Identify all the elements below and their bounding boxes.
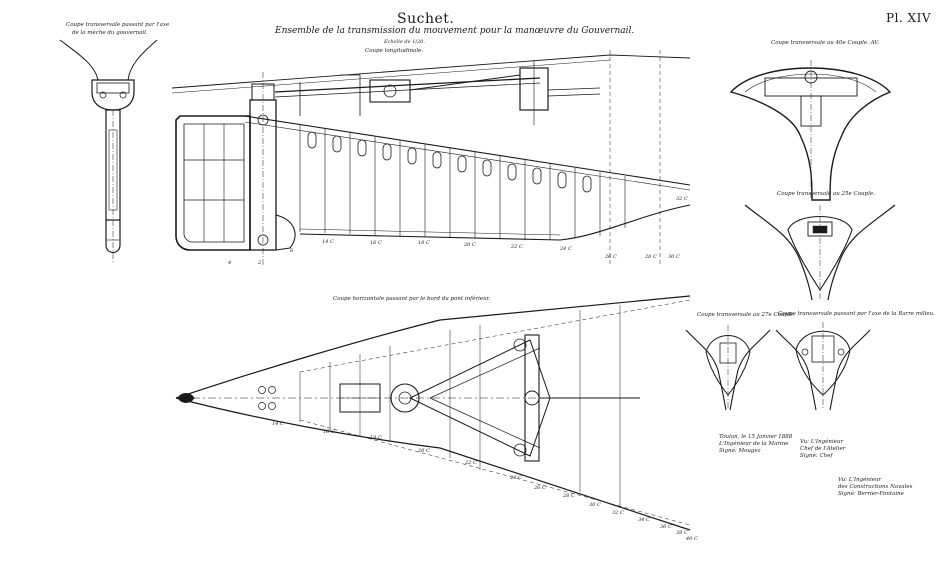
frame-label: 32 C [612,510,624,516]
section-c [685,325,771,411]
signature-middle: Vu: L'Ingénieur Chef de l'Atelier Signé:… [800,439,845,460]
drawing-title: Suchet. [397,11,455,27]
section-a [729,60,892,201]
signature-left: Toulon, le 15 Janvier 1888 L'Ingénieur d… [719,434,792,455]
left-transverse-section [59,39,158,262]
drawing-subtitle: Ensemble de la transmission du mouvement… [275,26,635,36]
frame-label: 18 C [370,435,382,441]
caption-left-section-1: Coupe transversale passant par l'axe [66,22,170,28]
frame-labels-top: 4 2 6 14 C 16 C 18 C 20 C 22 C 24 C 26 C… [227,196,688,266]
caption-section-c: Coupe transversale au 27e Couple. [697,312,795,318]
frame-label: 16 C [370,240,382,246]
signature-left-line-2: L'Ingénieur de la Marine [719,441,789,447]
frame-label: 20 C [463,242,476,248]
scale-note: Echelle de 1/20. [384,39,425,45]
frame-label: 14 C [322,239,334,245]
frame-label: 28 C [644,254,657,260]
signature-right-line-1: Vu: L'Ingénieur [838,477,882,483]
frame-label: 32 C [676,196,688,202]
caption-section-d: Coupe transversale passant par l'axe de … [778,311,935,317]
caption-left-section-2: de la mèche du gouvernail. [72,30,148,36]
frame-label: 20 C [417,448,430,454]
frame-label: 16 C [323,429,335,435]
signature-left-line-3: Signé: Mougez [719,448,761,454]
caption-horizontal: Coupe horizontale passant par le bord du… [333,296,491,302]
frame-label: 26 C [533,485,546,491]
longitudinal-section [171,50,691,265]
frame-label: 26 C [604,254,617,260]
frame-label: 28 C [562,493,575,499]
frame-label: 40 C [685,536,698,542]
section-d [775,322,871,411]
frame-label: 18 C [418,240,430,246]
frame-label: 30 C [668,254,680,260]
signature-middle-line-1: Vu: L'Ingénieur [800,439,844,445]
frame-labels-bottom: 14 C 16 C 18 C 20 C 22 C 24 C 26 C 28 C … [272,421,698,542]
caption-section-b: Coupe transversale au 25e Couple. [777,191,875,197]
frame-label: 14 C [272,421,284,427]
frame-label: 30 C [589,502,601,508]
frame-label: 24 C [559,246,572,252]
horizontal-section [175,295,691,531]
frame-label: 36 C [660,524,672,530]
frame-label: 22 C [510,244,523,250]
frame-label: 2 [257,260,261,266]
plate-number: Pl. XIV [886,11,931,25]
caption-section-a: Coupe transversale au 40e Couple. AV. [771,40,880,46]
frame-label: 6 [290,248,294,254]
caption-longitudinal: Coupe longitudinale. [365,48,424,54]
signature-left-line-1: Toulon, le 15 Janvier 1888 [719,434,793,440]
frame-label: 4 [227,260,231,266]
frame-label: 38 C [676,530,688,536]
signature-middle-line-3: Signé: Chef [800,453,833,459]
frame-label: 34 C [638,517,650,523]
frame-label: 22 C [464,460,477,466]
section-b [744,204,896,301]
signature-right-line-3: Signé: Berrier-Fontaine [838,491,904,497]
signature-right-line-2: des Constructions Navales [838,484,913,490]
frame-label: 24 C [509,475,522,481]
signature-middle-line-2: Chef de l'Atelier [800,446,846,452]
signature-right: Vu: L'Ingénieur des Constructions Navale… [838,477,912,498]
